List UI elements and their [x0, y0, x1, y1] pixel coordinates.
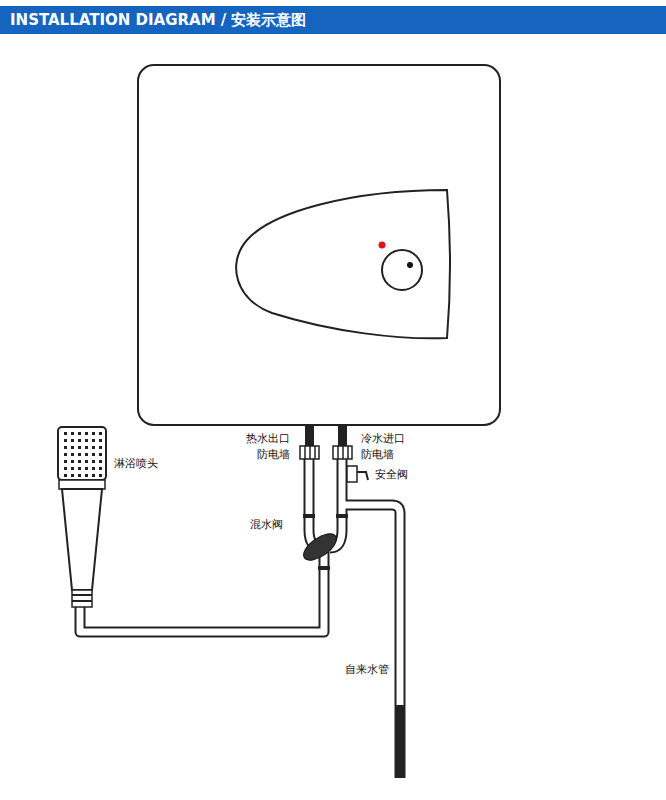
safety-valve-label: 安全阀 [374, 468, 409, 481]
header-title: INSTALLATION DIAGRAM / 安装示意图 [10, 10, 306, 30]
anti-shock-label: 防电墙 [360, 448, 395, 461]
tap-pipe-label: 自来水管 [344, 663, 390, 676]
shower-head-label: 淋浴喷头 [113, 457, 159, 470]
hot-outlet-label: 热水出口 [245, 432, 291, 445]
mixing-valve-label: 混水阀 [249, 518, 284, 531]
cold-inlet-label: 冷水进口 [360, 432, 406, 445]
anti-shock-label: 防电墙 [256, 448, 291, 461]
